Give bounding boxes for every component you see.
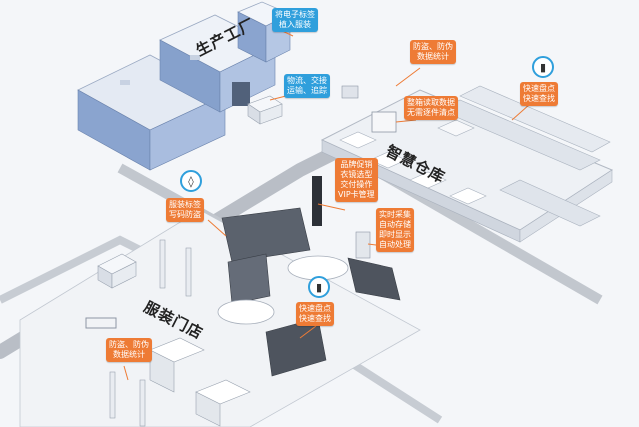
box [369, 151, 407, 169]
display-table [217, 299, 275, 325]
callout-line: 即时显示 [379, 230, 411, 239]
connector [207, 219, 227, 237]
connector [123, 365, 129, 381]
factory-wall-right [149, 94, 226, 171]
callout-warehouse-anti-theft: 防盗、防伪 数据统计 [410, 40, 456, 64]
callout-store-tag-writing: 服装标签 写码防盗 [166, 198, 204, 222]
callout-store-anti-theft: 防盗、防伪 数据统计 [106, 338, 152, 362]
callout-store-inventory: 快速盘点 快速查找 [296, 302, 334, 326]
factory-building [77, 1, 291, 171]
callout-line: 防盗、防伪 [109, 340, 149, 349]
callout-line: 运输、追踪 [287, 86, 327, 95]
box [409, 171, 447, 189]
callout-line: 快速盘点 [523, 84, 555, 93]
callout-line: 品牌促销 [340, 160, 373, 169]
callout-store-promotion: 品牌促销 衣镜选型 交付操作 VIP卡管理 [335, 158, 378, 202]
store-tables [217, 255, 349, 325]
connector [395, 67, 421, 87]
checkout-counter-side [195, 391, 221, 427]
callout-warehouse-read: 整箱读取数据 无需逐件清点 [404, 96, 458, 120]
callout-line: 写码防盗 [169, 210, 201, 219]
store-racks [221, 207, 401, 377]
callout-line: 快速查找 [299, 314, 331, 323]
box [437, 119, 475, 137]
store-kiosk [355, 231, 371, 259]
callout-line: 整箱读取数据 [407, 98, 455, 107]
factory-vent [190, 55, 200, 60]
box [449, 187, 487, 205]
handheld-reader-icon: ▮ [308, 276, 330, 298]
warehouse-boxes [339, 119, 487, 205]
callout-line: 服装标签 [169, 200, 201, 209]
callout-line: 快速查找 [523, 94, 555, 103]
connector [317, 203, 346, 211]
callout-store-collection: 实时采集 自动存储 即时显示 自动处理 [376, 208, 414, 252]
rack [459, 85, 611, 153]
clothes-rack [347, 257, 401, 301]
factory-truck [247, 95, 283, 125]
warehouse-rfid-gate [371, 111, 397, 133]
callout-line: 数据统计 [417, 52, 449, 61]
security-gate [109, 371, 116, 419]
rack [499, 179, 601, 227]
security-gate [185, 247, 192, 297]
truck-front [111, 261, 137, 289]
checkout-counter-side [149, 349, 175, 393]
callout-logistics: 物流、交接 运输、追踪 [284, 74, 330, 98]
callout-line: 数据统计 [113, 350, 145, 359]
callout-line: 物流、交接 [287, 76, 327, 85]
callout-line: 自动存储 [379, 220, 411, 229]
truck-front [259, 103, 283, 125]
handheld-reader-icon: ▮ [532, 56, 554, 78]
connector [395, 119, 417, 123]
clothes-rack [227, 253, 271, 305]
store-signage [312, 176, 322, 226]
security-gate [159, 239, 166, 289]
factory-vent [120, 80, 130, 85]
clothes-rack [221, 207, 311, 263]
callout-line: 防盗、防伪 [413, 42, 453, 51]
security-gate [139, 379, 146, 427]
callout-line: 衣镜选型 [340, 170, 373, 179]
callout-line: 植入服装 [279, 20, 311, 29]
callout-line: 交付操作 [340, 180, 373, 189]
store-entrance-barrier [85, 317, 117, 329]
callout-line: 快速盘点 [299, 304, 331, 313]
factory-dock [232, 82, 250, 106]
callout-line: 自动处理 [379, 240, 411, 249]
callout-factory-tagging: 将电子标签 植入服装 [272, 8, 318, 32]
store-truck [97, 253, 137, 289]
callout-line: 无需逐件清点 [407, 108, 455, 117]
connector [299, 325, 317, 339]
warehouse-forklift [341, 85, 359, 99]
callout-line: 将电子标签 [275, 10, 315, 19]
connector [511, 103, 531, 121]
rfid-tag-icon: ◊ [180, 170, 202, 192]
box [339, 131, 377, 149]
callout-warehouse-inventory: 快速盘点 快速查找 [520, 82, 558, 106]
callout-line: VIP卡管理 [338, 190, 375, 199]
callout-line: 实时采集 [379, 210, 411, 219]
store-counters [149, 337, 251, 427]
store-gates [109, 239, 192, 427]
